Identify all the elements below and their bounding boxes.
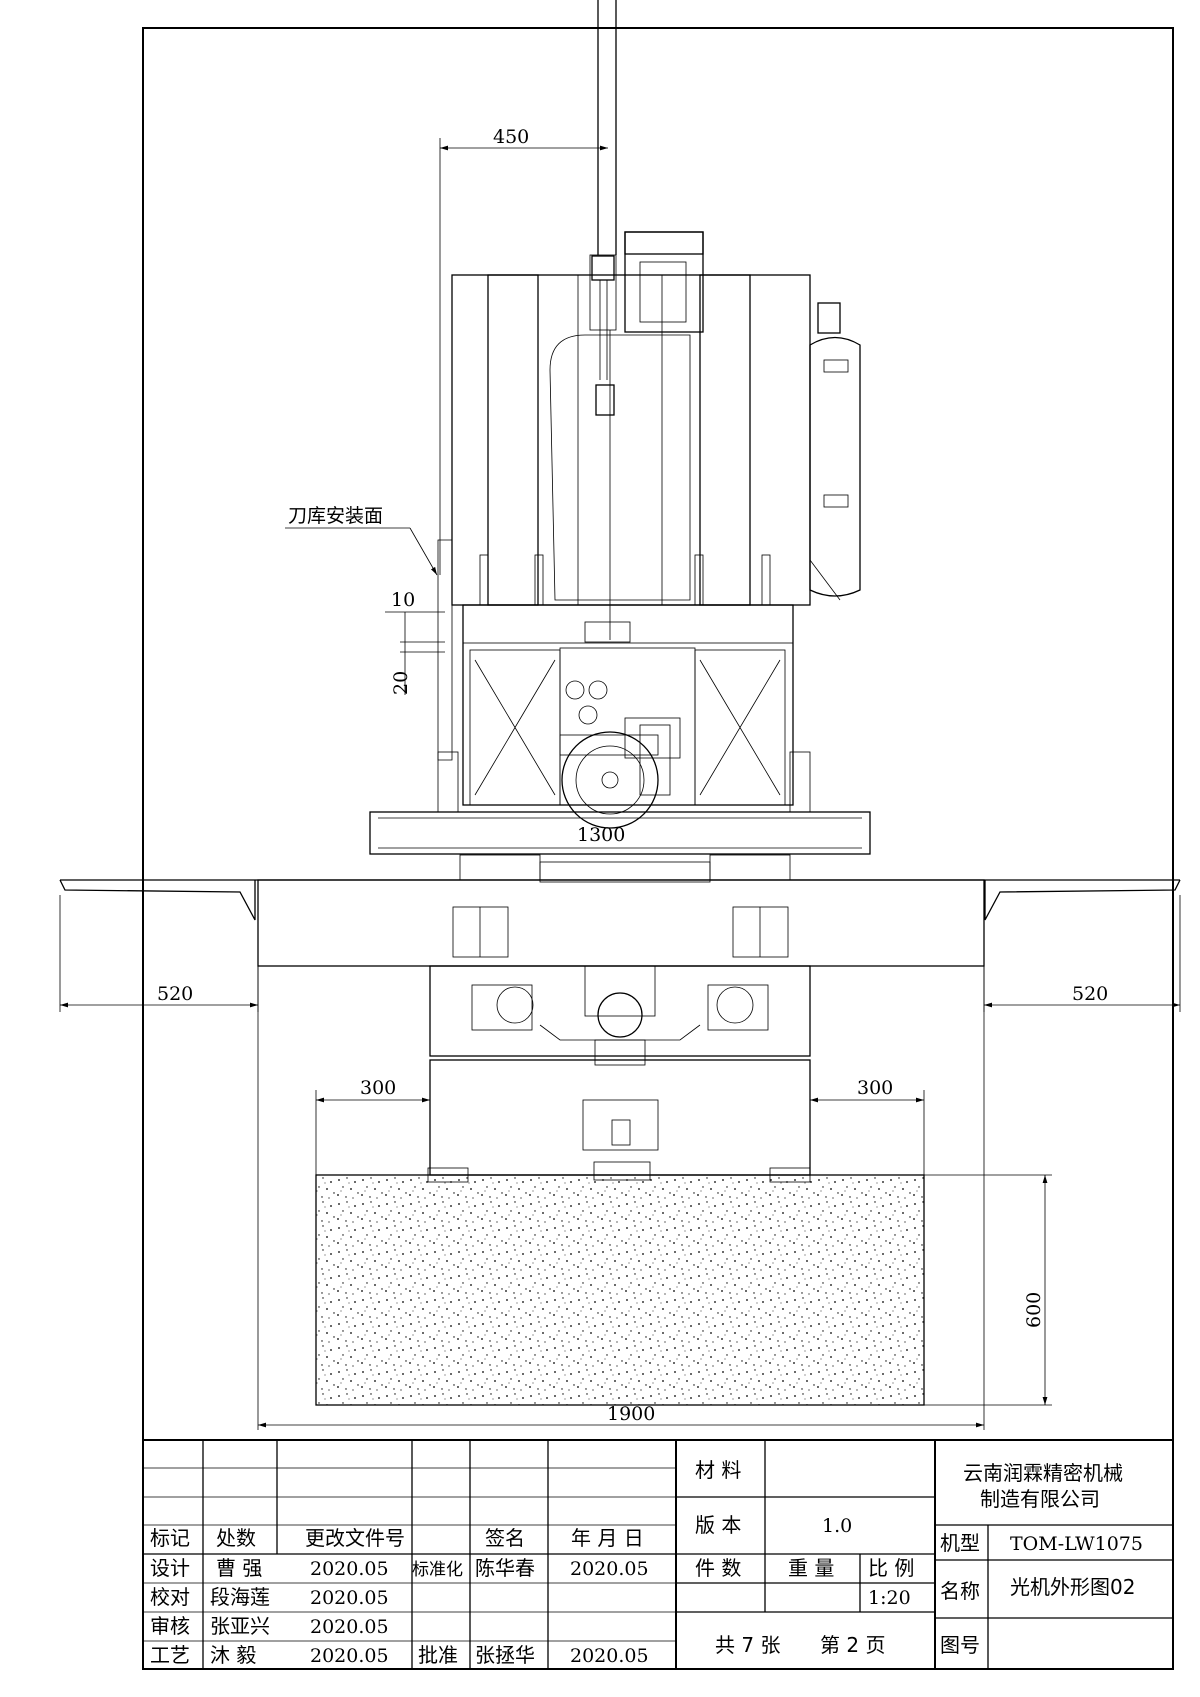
tb-model-label: 机型 [940,1531,980,1555]
tb-header-mark: 标记 [150,1526,190,1550]
dim-450: 450 [493,126,529,148]
dim-600: 600 [1023,1292,1045,1328]
tb-date-check: 2020.05 [310,1587,389,1609]
tb-name-value: 光机外形图02 [1010,1575,1135,1599]
tb-name-design: 曹 强 [216,1556,262,1580]
dim-1900: 1900 [607,1403,655,1425]
concrete-foundation [315,1174,925,1406]
tb-company-line2: 制造有限公司 [980,1487,1100,1511]
tb-role-review: 审核 [150,1614,190,1638]
tb-count-label: 件 数 [695,1556,741,1580]
tb-company-line1: 云南润霖精密机械 [963,1461,1123,1485]
dim-520-right: 520 [1072,983,1108,1005]
tb-date-standard: 2020.05 [570,1558,649,1580]
dim-520-left: 520 [157,983,193,1005]
tb-material-label: 材 料 [695,1458,741,1482]
machine-column [437,0,861,761]
tb-date-approve: 2020.05 [570,1645,649,1667]
saddle-block [437,604,811,829]
tb-role-design: 设计 [150,1556,190,1580]
tb-model-value: TOM-LW1075 [1010,1533,1143,1555]
tb-role-check: 校对 [150,1585,190,1609]
tb-sheets: 共 7 张 [715,1633,780,1657]
ballscrew-motor-icon [597,992,643,1038]
spindle-motor [624,231,704,333]
tb-ratio-label: 比 例 [868,1556,914,1580]
dim-10: 10 [391,589,415,611]
tb-name-review: 张亚兴 [210,1614,270,1638]
tb-name-check: 段海莲 [210,1585,270,1609]
dim-300-right: 300 [857,1077,893,1099]
rotary-table-icon [561,731,659,829]
tool-magazine-label: 刀库安装面 [288,505,383,527]
tb-version-label: 版 本 [695,1513,741,1537]
tb-header-change-doc: 更改文件号 [305,1526,405,1550]
drawing-border [142,27,1174,1670]
title-block: 标记 处数 更改文件号 签名 年 月 日 设计 曹 强 2020.05 标准化 … [142,1439,1174,1670]
tb-name-label: 名称 [940,1579,980,1603]
tb-role-standard: 标准化 [412,1560,463,1580]
tb-weight-label: 重 量 [788,1556,834,1580]
tb-header-date: 年 月 日 [571,1526,644,1550]
tb-date-process: 2020.05 [310,1645,389,1667]
dim-20: 20 [390,671,412,695]
tb-role-approve: 批准 [418,1643,458,1667]
tb-header-sign: 签名 [485,1526,525,1550]
tb-drawing-no-label: 图号 [940,1633,980,1657]
dim-1300: 1300 [577,824,625,846]
tb-name-process: 沐 毅 [210,1643,256,1667]
dim-300-left: 300 [360,1077,396,1099]
tb-name-standard: 陈华春 [475,1556,535,1580]
tb-ratio-value: 1:20 [868,1587,911,1609]
work-table [369,811,871,883]
accumulator [809,302,861,601]
machine-base [59,879,1181,1183]
tb-header-count: 处数 [216,1526,256,1550]
dimensions: 450 10 20 刀库安装面 1300 520 520 300 300 [59,126,1181,1430]
tb-role-process: 工艺 [150,1643,190,1667]
tb-date-review: 2020.05 [310,1616,389,1638]
tb-version-value: 1.0 [822,1515,852,1537]
tb-page: 第 2 页 [820,1633,885,1657]
tb-name-approve: 张拯华 [475,1643,535,1667]
tb-date-design: 2020.05 [310,1558,389,1580]
